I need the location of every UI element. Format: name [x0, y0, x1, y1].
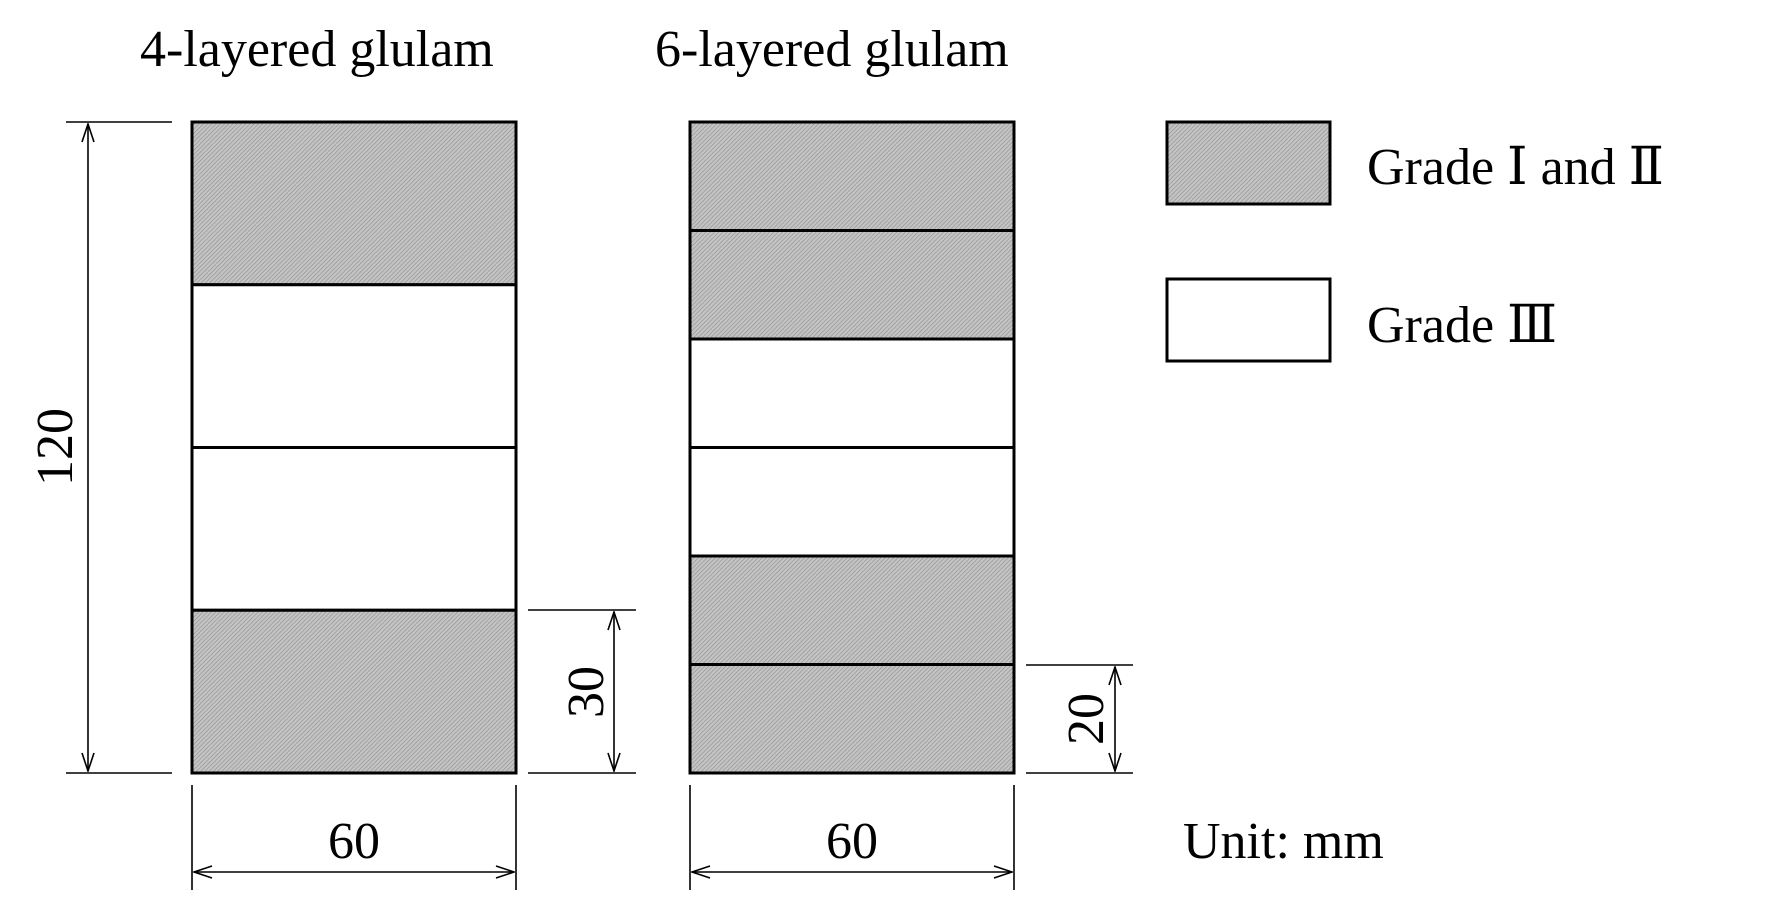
layer-label: 20	[1058, 693, 1115, 745]
layer-label: 30	[558, 666, 615, 718]
lamination-layer-grade-low	[688, 446, 1016, 558]
legend-swatch-grade-high	[1165, 120, 1332, 206]
section-title-4-layer: 4-layered glulam	[140, 21, 494, 78]
lamination-layer-grade-high	[688, 663, 1016, 775]
lamination-layer-grade-high	[190, 608, 518, 775]
section-6-layer-stack	[688, 120, 1016, 775]
section-title-6-layer: 6-layered glulam	[655, 21, 1009, 78]
lamination-layer-grade-high	[688, 120, 1016, 232]
height-label: 120	[27, 408, 84, 486]
lamination-layer-grade-low	[190, 283, 518, 449]
width-label: 60	[826, 813, 878, 870]
width-label: 60	[328, 813, 380, 870]
section-4-layer-stack	[190, 120, 518, 775]
legend: Grade Ⅰ and Ⅱ Grade Ⅲ	[1165, 120, 1664, 363]
lamination-layer-grade-high	[688, 229, 1016, 341]
lamination-layer-grade-high	[688, 554, 1016, 666]
unit-label: Unit: mm	[1183, 813, 1384, 870]
layer-dimension-6-layer: 20	[1026, 664, 1133, 774]
legend-label-grade-high: Grade Ⅰ and Ⅱ	[1367, 139, 1664, 196]
legend-label-grade-low: Grade Ⅲ	[1367, 297, 1557, 354]
width-dimension-4-layer: 60	[191, 785, 517, 890]
layer-dimension-4-layer: 30	[528, 609, 636, 774]
legend-swatch-grade-low	[1165, 277, 1332, 363]
lamination-layer-grade-low	[688, 337, 1016, 449]
width-dimension-6-layer: 60	[689, 785, 1015, 890]
height-dimension: 120	[27, 121, 172, 774]
lamination-layer-grade-high	[190, 120, 518, 287]
lamination-layer-grade-low	[190, 446, 518, 612]
